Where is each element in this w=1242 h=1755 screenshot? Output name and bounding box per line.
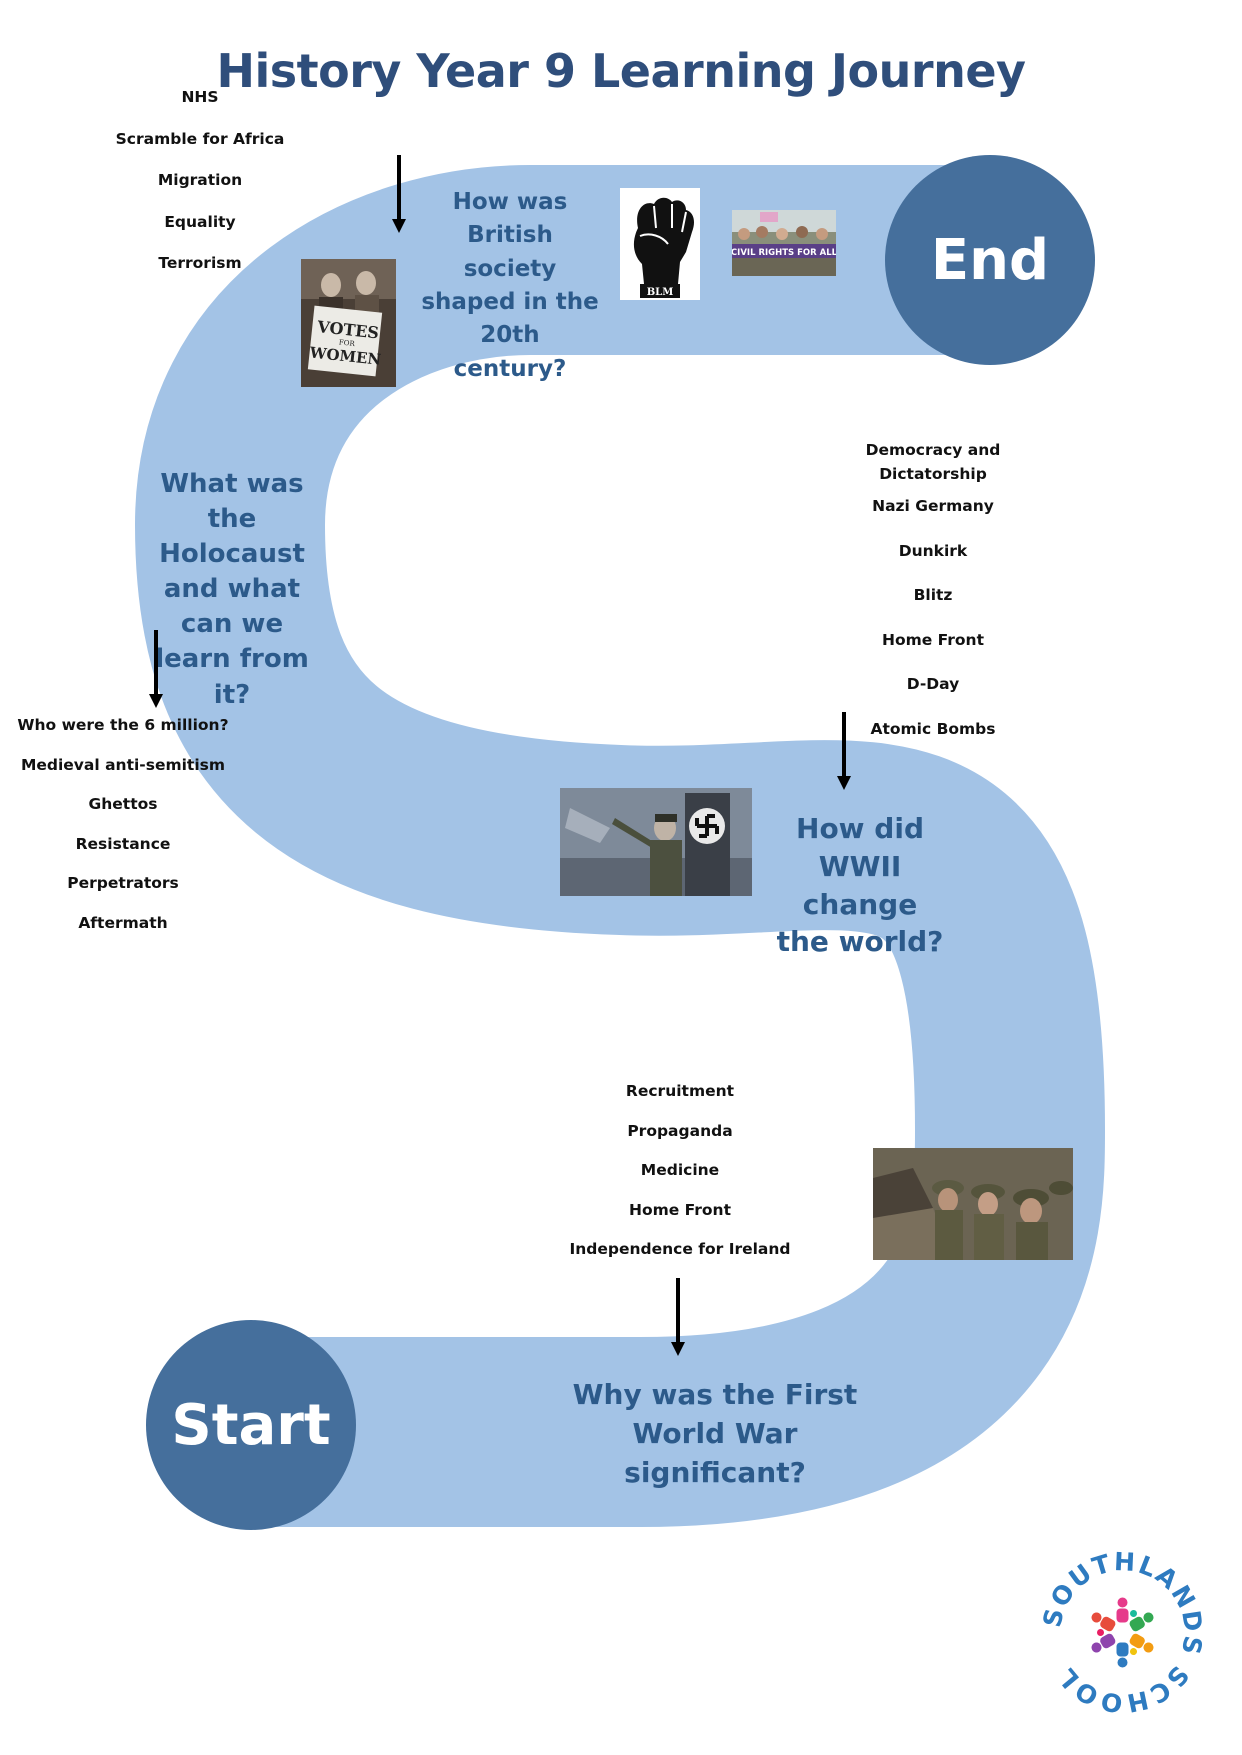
topic-item: Home Front [881,630,984,649]
votes-for-women-image: VOTES FOR WOMEN [301,259,396,387]
topic-item: Medieval anti-semitism [20,755,226,774]
topics-society: NHS Scramble for Africa Migration Equali… [100,88,300,296]
topics-holocaust: Who were the 6 million? Medieval anti-se… [13,716,233,953]
ww1-soldiers-image [873,1148,1073,1260]
end-label: End [930,227,1050,293]
question-ww2: How did WWII change the world? [776,812,944,959]
topic-item: Independence for Ireland [569,1240,791,1258]
topic-item: Blitz [913,586,953,604]
topic-item: Ghettos [88,795,158,813]
end-node: End [885,155,1095,365]
school-logo: SOUTHLANDS SCHOOL [1035,1545,1210,1720]
svg-text:FOR: FOR [338,338,355,348]
question-holocaust: What was the Holocaust and what can we l… [155,469,309,710]
page-title: History Year 9 Learning Journey [216,44,1027,98]
arrow-down-icon [392,155,406,233]
arrow-down-icon [837,712,851,790]
ww2-leader-image [560,788,752,896]
topic-item: Dunkirk [898,541,968,560]
topic-item: Who were the 6 million? [17,716,229,734]
topic-item: Terrorism [158,254,242,272]
topic-item: Democracy and Dictatorship [865,441,1001,484]
arrow-down-icon [149,630,163,708]
topic-item: Home Front [628,1200,731,1219]
topic-item: Migration [157,171,243,189]
topic-item: Perpetrators [67,874,179,892]
topic-item: Equality [164,212,236,231]
topic-item: Scramble for Africa [115,129,285,148]
topic-item: NHS [181,88,219,106]
topic-item: D-Day [906,675,960,693]
blm-fist-image: BLM [620,188,700,300]
topic-item: Atomic Bombs [870,719,996,738]
civil-rights-image: CIVIL RIGHTS FOR ALL [732,210,836,276]
topic-item: Resistance [75,834,171,853]
civil-banner-text: CIVIL RIGHTS FOR ALL [732,248,836,258]
topic-item: Propaganda [627,1121,733,1140]
topic-item: Nazi Germany [872,497,994,515]
start-node: Start [146,1320,356,1530]
topic-item: Medicine [640,1161,720,1179]
topics-ww1: Recruitment Propaganda Medicine Home Fro… [560,1082,800,1280]
topic-item: Aftermath [78,913,168,932]
blm-label: BLM [647,287,674,298]
svg-text:SOUTHLANDS SCHOOL: SOUTHLANDS SCHOOL [1037,1547,1208,1718]
question-ww1: Why was the First World War significant? [572,1378,858,1490]
topics-ww2: Democracy and Dictatorship Nazi Germany … [828,438,1038,764]
start-label: Start [171,1392,331,1458]
arrow-down-icon [671,1278,685,1356]
question-society: How was British society shaped in the 20… [421,189,599,382]
topic-item: Recruitment [625,1082,735,1100]
